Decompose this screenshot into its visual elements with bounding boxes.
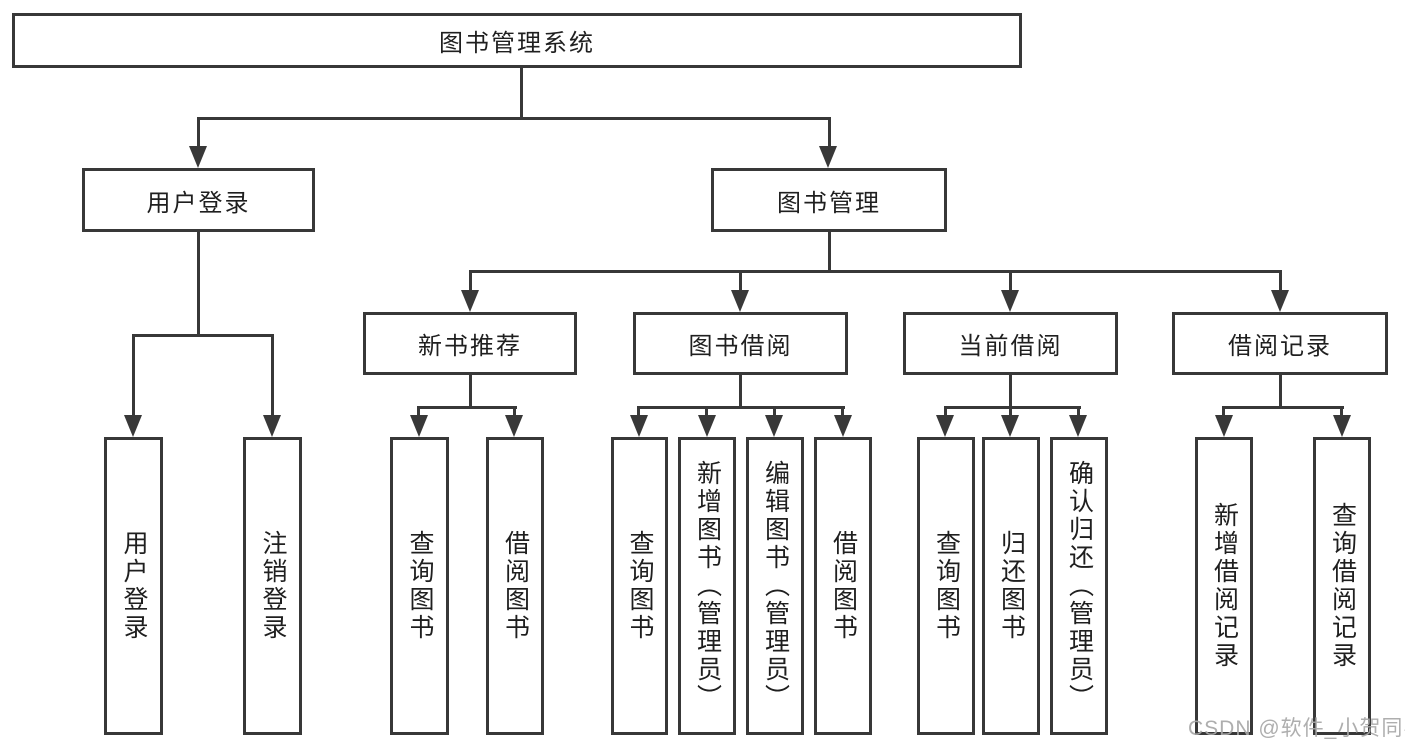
connector-stub-book-borrow [739,270,742,293]
connector-borrow-records-hline [1223,406,1344,409]
node-current-borrow: 当前借阅 [903,312,1118,375]
connector-stub-br-leaf2 [1340,406,1343,418]
leaf-bb-query-books-label: 查询图书 [626,530,654,642]
arrowhead-nbr-leaf2 [505,415,523,437]
arrowhead-bb-leaf3 [765,415,783,437]
leaf-bb-edit-books-admin-label: 编辑图书（管理员） [761,460,790,712]
leaf-user-login-label: 用户登录 [120,530,148,642]
leaf-cb-query-books-label: 查询图书 [932,530,961,642]
node-book-mgmt: 图书管理 [711,168,947,232]
arrowhead-current-borrow [1001,290,1019,312]
connector-stub-current-borrow [1009,270,1012,293]
connector-stub-leaf-logout [271,334,274,416]
leaf-nbr-borrow-books-label: 借阅图书 [501,530,530,642]
connector-stub-book-mgmt [828,117,831,147]
node-current-borrow-label: 当前借阅 [958,333,1063,360]
arrowhead-user-login [189,146,207,168]
node-borrow-records: 借阅记录 [1172,312,1388,375]
node-user-login: 用户登录 [82,168,315,232]
leaf-cb-confirm-return-admin: 确认归还（管理员） [1050,437,1108,735]
leaf-bb-borrow-books: 借阅图书 [814,437,872,735]
leaf-bb-edit-books-admin: 编辑图书（管理员） [746,437,804,735]
leaf-user-login: 用户登录 [104,437,163,735]
leaf-logout-label: 注销登录 [259,530,287,642]
node-book-borrow: 图书借阅 [633,312,848,375]
connector-stub-bb-leaf3 [773,406,776,418]
leaf-nbr-borrow-books: 借阅图书 [486,437,544,735]
connector-stub-leaf-login [132,334,135,416]
connector-stub-bb-leaf1 [637,406,640,418]
connector-stub-br-leaf1 [1222,406,1225,418]
connector-stub-cb-leaf2 [1009,406,1012,418]
arrowhead-bb-leaf4 [834,415,852,437]
arrowhead-borrow-records [1271,290,1289,312]
connector-stub-nbr-leaf2 [513,406,516,418]
arrowhead-leaf-login [124,415,142,437]
arrowhead-cb-leaf2 [1001,415,1019,437]
leaf-br-query-record-label: 查询借阅记录 [1328,502,1357,670]
connector-stub-borrow-records [1279,270,1282,293]
leaf-cb-query-books: 查询图书 [917,437,975,735]
leaf-cb-return-books: 归还图书 [982,437,1040,735]
arrowhead-br-leaf2 [1333,415,1351,437]
leaf-br-query-record: 查询借阅记录 [1313,437,1371,735]
connector-stub-cb-leaf3 [1077,406,1080,418]
connector-stub-nbr-leaf1 [417,406,420,418]
connector-user-login-hline [132,334,274,337]
connector-stub-new-book-rec [469,270,472,293]
leaf-br-add-record: 新增借阅记录 [1195,437,1253,735]
node-book-mgmt-label: 图书管理 [777,189,881,217]
leaf-bb-borrow-books-label: 借阅图书 [829,530,858,642]
leaf-cb-return-books-label: 归还图书 [997,530,1026,642]
connector-new-book-rec-vline [469,374,472,409]
node-new-book-rec: 新书推荐 [363,312,577,375]
connector-stub-bb-leaf4 [841,406,844,418]
connector-new-book-rec-hline [418,406,517,409]
leaf-nbr-query-books: 查询图书 [390,437,449,735]
arrowhead-book-borrow [731,290,749,312]
arrowhead-cb-leaf3 [1069,415,1087,437]
arrowhead-br-leaf1 [1215,415,1233,437]
leaf-bb-add-books-admin: 新增图书（管理员） [678,437,736,735]
arrowhead-cb-leaf1 [936,415,954,437]
connector-borrow-records-vline [1279,374,1282,409]
connector-stub-bb-leaf2 [705,406,708,418]
connector-stub-cb-leaf1 [944,406,947,418]
connector-book-mgmt-vline [828,231,831,273]
node-user-login-label: 用户登录 [146,189,251,217]
node-root-label: 图书管理系统 [439,30,595,57]
arrowhead-bb-leaf1 [630,415,648,437]
csdn-watermark: CSDN @软件_小贺同学 [1188,717,1405,740]
arrowhead-leaf-logout [263,415,281,437]
connector-user-login-vline [197,231,200,335]
leaf-bb-query-books: 查询图书 [611,437,668,735]
connector-current-borrow-hline [944,406,1081,409]
node-root-library-system: 图书管理系统 [12,13,1022,68]
connector-current-borrow-vline [1009,374,1012,409]
node-book-borrow-label: 图书借阅 [688,333,793,360]
connector-level3-hline [469,270,1282,273]
node-borrow-records-label: 借阅记录 [1228,333,1332,360]
leaf-br-add-record-label: 新增借阅记录 [1210,502,1239,670]
leaf-nbr-query-books-label: 查询图书 [406,530,434,642]
connector-root-vline [520,67,523,119]
arrowhead-new-book-rec [461,290,479,312]
arrowhead-bb-leaf2 [698,415,716,437]
leaf-logout: 注销登录 [243,437,302,735]
arrowhead-nbr-leaf1 [410,415,428,437]
connector-stub-user-login [197,117,200,147]
node-new-book-rec-label: 新书推荐 [418,333,522,360]
leaf-cb-confirm-return-admin-label: 确认归还（管理员） [1065,460,1094,712]
connector-level1-hline [197,117,831,120]
connector-book-borrow-hline [638,406,845,409]
connector-book-borrow-vline [739,374,742,409]
leaf-bb-add-books-admin-label: 新增图书（管理员） [693,460,722,712]
arrowhead-book-mgmt [819,146,837,168]
